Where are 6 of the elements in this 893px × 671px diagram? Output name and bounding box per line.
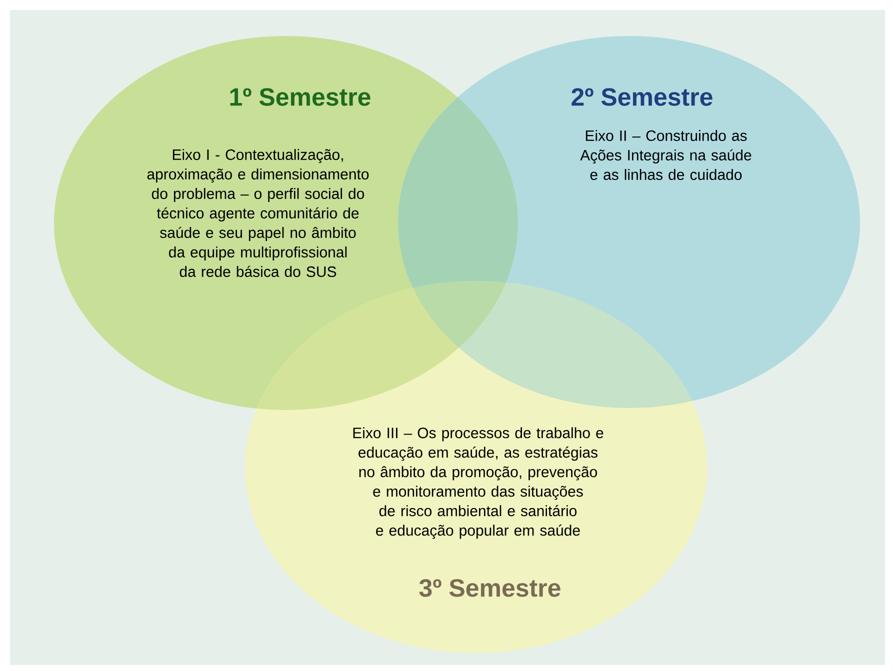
semester-heading: 1º Semestre — [230, 88, 370, 106]
semester-heading: 3º Semestre — [419, 579, 560, 597]
axis-description: Eixo III – Os processos de trabalho e educação em saúde, as estratégias no âmbito da promoção, prevenção e monitoramento das situações de risco ambiental e sanitário e educação popular em saúde — [353, 427, 604, 539]
axis-description: Eixo II – Construindo as Ações Integrais na saúde e as linhas de cuidado — [580, 130, 752, 180]
axis-description: Eixo I - Contextualização, aproximação e dimensionamento do problema – o perfil social do técnico agente comunitário de saúde e seu papel no âmbito da equipe multiprofissional da rede básica do SUS — [147, 149, 369, 277]
semester-heading: 2º Semestre — [572, 88, 712, 106]
